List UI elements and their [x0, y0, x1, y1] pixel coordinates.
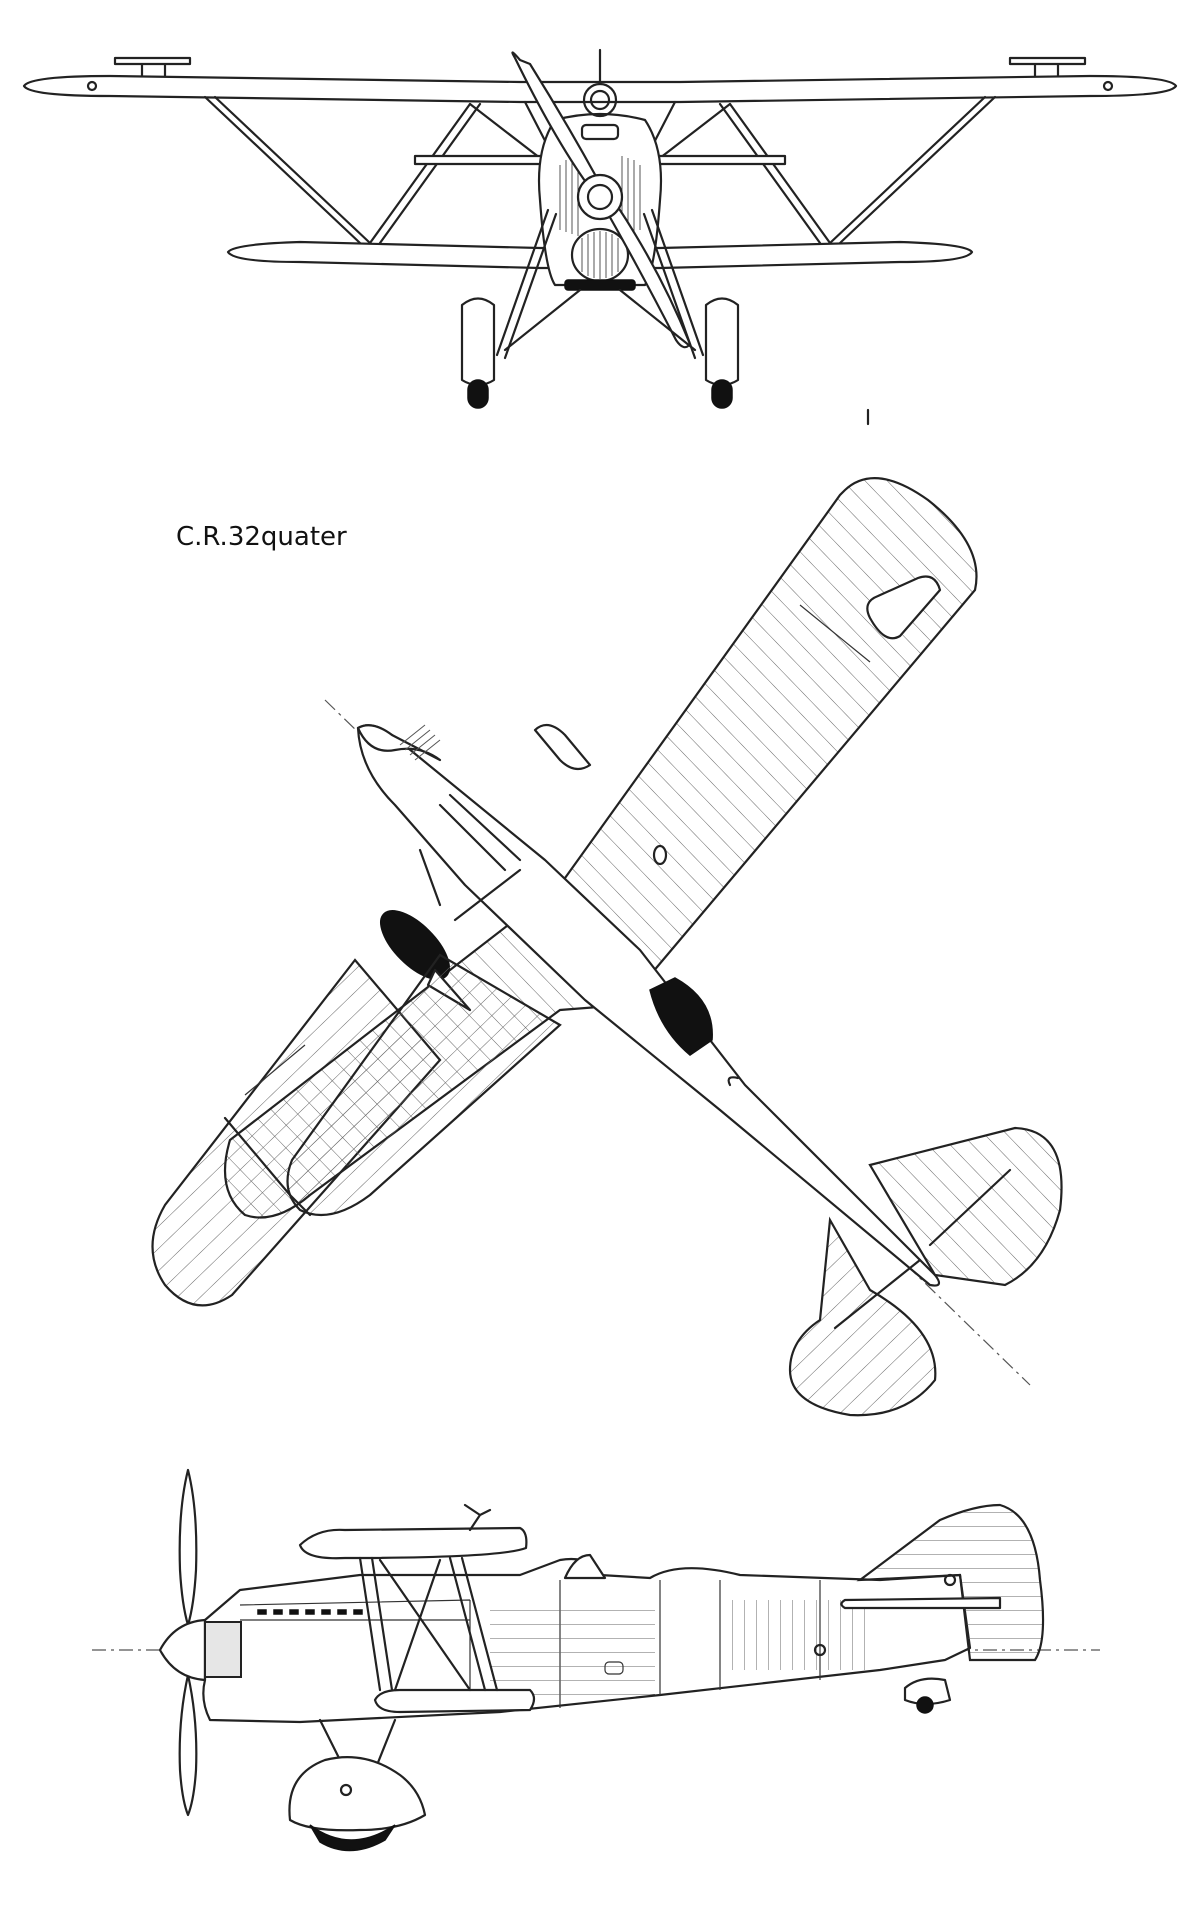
plan-horizontal-tail	[788, 1126, 1063, 1417]
model-label: C.R.32quater	[176, 522, 347, 552]
side-upper-wing	[298, 1503, 528, 1560]
front-propeller	[511, 51, 692, 349]
front-interplane-struts	[203, 95, 997, 245]
front-upper-wing	[22, 56, 1178, 104]
side-propeller	[158, 1468, 207, 1817]
side-landing-gear	[288, 1718, 427, 1852]
side-tail	[840, 1503, 1045, 1714]
side-fuselage	[202, 1553, 972, 1724]
plan-lower-wing-section	[223, 953, 562, 1217]
side-struts	[358, 1556, 499, 1692]
plan-fuselage	[356, 723, 941, 1287]
side-lower-wing	[373, 1688, 536, 1714]
front-landing-gear	[460, 208, 870, 426]
